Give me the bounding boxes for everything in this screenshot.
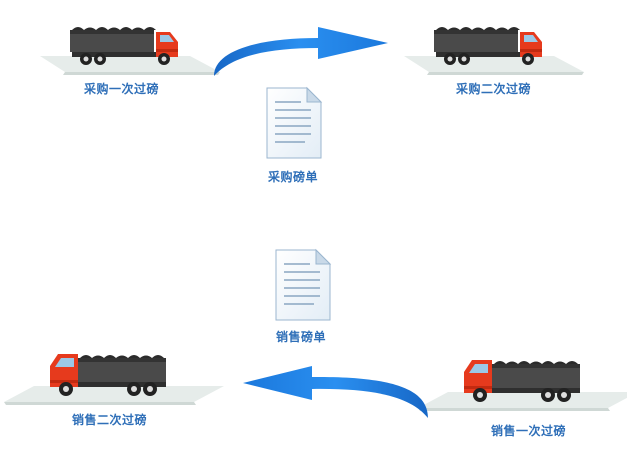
- purchase-slip-document-icon: [266, 87, 322, 159]
- truck-sales-first-icon: [418, 360, 627, 411]
- truck-purchase-first-icon: [40, 27, 220, 75]
- label-purchase-first: 采购一次过磅: [84, 82, 160, 96]
- arrow-left-icon: [243, 366, 428, 418]
- label-purchase-second: 采购二次过磅: [456, 82, 532, 96]
- sales-slip-document-icon: [275, 249, 331, 321]
- label-purchase-slip: 采购磅单: [268, 170, 319, 184]
- label-sales-slip: 销售磅单: [276, 330, 327, 344]
- label-sales-second: 销售二次过磅: [72, 413, 148, 427]
- truck-purchase-second-icon: [404, 27, 584, 75]
- label-sales-first: 销售一次过磅: [491, 424, 567, 438]
- arrow-right-icon: [214, 27, 388, 76]
- truck-sales-second-icon: [4, 354, 224, 405]
